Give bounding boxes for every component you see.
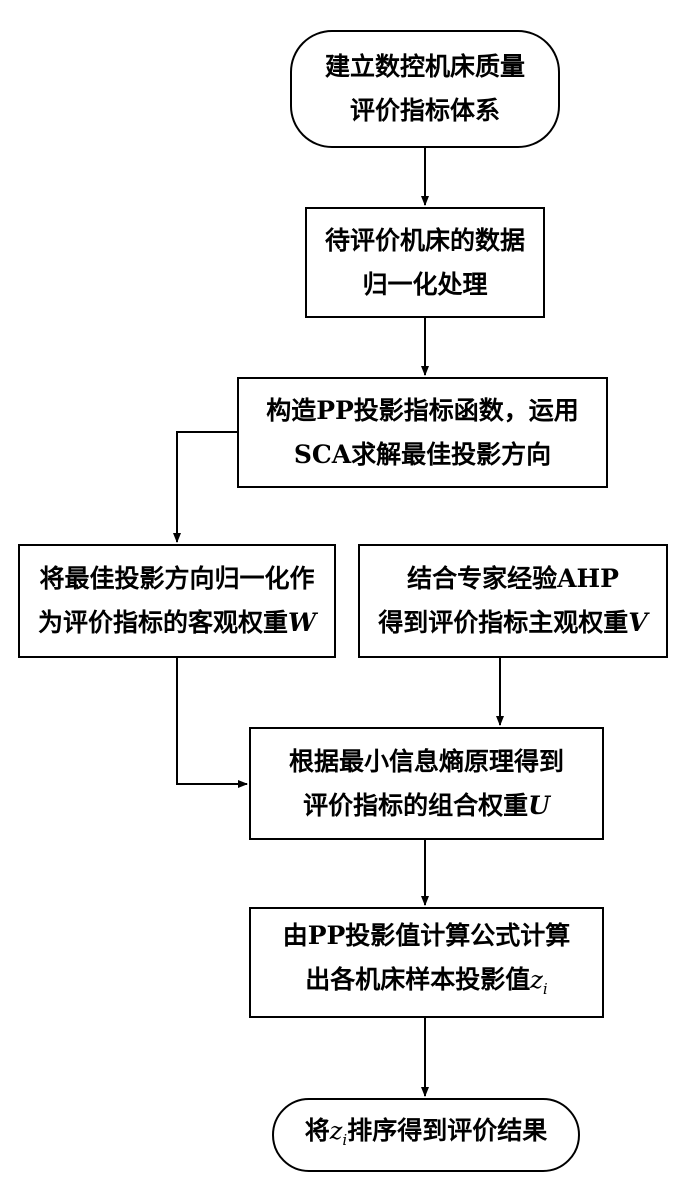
node-normalize-data-line1: 待评价机床的数据 xyxy=(324,225,525,255)
node-projection-values-line1: 由PP投影值计算公式计算 xyxy=(282,921,571,950)
node-normalize-data: 待评价机床的数据 归一化处理 xyxy=(305,207,545,318)
sort-value-subscript: i xyxy=(342,1130,348,1149)
node-pp-projection-function: 构造PP投影指标函数，运用 SCA求解最佳投影方向 xyxy=(237,377,608,488)
node-sort-results-line: 将zi排序得到评价结果 xyxy=(305,1109,548,1162)
node-build-index-system-line2: 评价指标体系 xyxy=(349,96,500,125)
node-objective-weight-line2: 为评价指标的客观权重W xyxy=(38,601,316,645)
node-projection-values: 由PP投影值计算公式计算 出各机床样本投影值zi xyxy=(249,907,604,1018)
node-subjective-weight-line2-text: 得到评价指标主观权重 xyxy=(378,608,629,637)
node-projection-values-line2: 出各机床样本投影值zi xyxy=(305,958,547,1011)
subjective-weight-symbol: V xyxy=(628,608,648,637)
node-subjective-weight-line1: 结合专家经验AHP xyxy=(407,564,619,593)
node-subjective-weight-line2: 得到评价指标主观权重V xyxy=(378,601,647,645)
node-pp-projection-function-line1: 构造PP投影指标函数，运用 xyxy=(266,395,579,425)
node-objective-weight: 将最佳投影方向归一化作 为评价指标的客观权重W xyxy=(18,544,336,658)
arrow-n3-n4 xyxy=(173,431,237,543)
node-sort-results-pre: 将 xyxy=(304,1115,330,1145)
arrow-n4-n6 xyxy=(176,658,248,788)
objective-weight-symbol: W xyxy=(287,608,317,637)
node-build-index-system-line1: 建立数控机床质量 xyxy=(324,52,525,81)
node-pp-projection-function-line2: SCA求解最佳投影方向 xyxy=(293,439,552,469)
node-objective-weight-line2-text: 为评价指标的客观权重 xyxy=(37,608,288,637)
node-combined-weight-line1: 根据最小信息熵原理得到 xyxy=(288,746,564,776)
projection-value-symbol: z xyxy=(530,966,543,994)
node-sort-results: 将zi排序得到评价结果 xyxy=(272,1098,580,1172)
node-subjective-weight: 结合专家经验AHP 得到评价指标主观权重V xyxy=(358,544,668,658)
node-normalize-data-line2: 归一化处理 xyxy=(362,269,488,299)
node-combined-weight-line2: 评价指标的组合权重U xyxy=(303,784,550,828)
node-sort-results-post: 排序得到评价结果 xyxy=(347,1115,548,1145)
node-combined-weight-line2-text: 评价指标的组合权重 xyxy=(303,790,529,820)
node-combined-weight: 根据最小信息熵原理得到 评价指标的组合权重U xyxy=(249,727,604,840)
projection-value-subscript: i xyxy=(542,980,548,998)
node-build-index-system: 建立数控机床质量 评价指标体系 xyxy=(290,30,560,148)
node-objective-weight-line1: 将最佳投影方向归一化作 xyxy=(39,564,315,593)
sort-value-symbol: z xyxy=(329,1116,343,1145)
node-projection-values-line2-text: 出各机床样本投影值 xyxy=(305,965,531,994)
combined-weight-symbol: U xyxy=(528,790,550,820)
